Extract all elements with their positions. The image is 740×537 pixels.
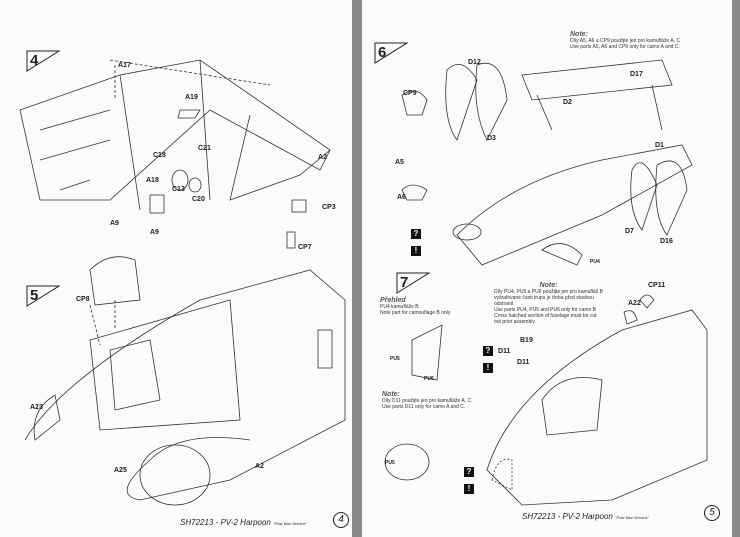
part-label: D7	[625, 228, 634, 235]
part-label: D16	[660, 238, 673, 245]
part-label: A22	[628, 300, 641, 307]
step4-step5-assembly-drawing	[19, 59, 346, 506]
step-number: 5	[26, 285, 60, 307]
part-label: B19	[520, 337, 533, 344]
part-label: PU5	[390, 356, 400, 362]
part-label: CP3	[322, 204, 336, 211]
part-label: CP7	[298, 244, 312, 251]
part-label: C13	[172, 186, 185, 193]
part-label: D17	[630, 71, 643, 78]
page-number: 5	[704, 505, 720, 521]
footer-title: SH72213 - PV-2 Harpoon "Post War Service…	[180, 518, 307, 527]
part-label: A2	[318, 154, 327, 161]
step-label: 7	[400, 274, 409, 291]
part-label: D11	[517, 359, 530, 366]
part-label: A18	[146, 177, 159, 184]
note-line: out prior assembly.	[494, 319, 536, 325]
note-line: Use parts D11 only for camo A and C.	[382, 404, 466, 410]
part-label: A9	[150, 229, 159, 236]
part-label: CP9	[403, 90, 417, 97]
part-label: A6	[397, 194, 406, 201]
part-label: C18	[153, 152, 166, 159]
part-label: D11	[498, 348, 511, 355]
page-number: 4	[333, 512, 349, 528]
part-label: D1	[655, 142, 664, 149]
part-label: C20	[192, 196, 205, 203]
part-label: A19	[185, 94, 198, 101]
exclamation-icon: !	[411, 246, 421, 256]
question-icon: ?	[464, 467, 474, 477]
part-label: A17	[118, 62, 131, 69]
right-instruction-page: 6 7 Note:Díly A5, A6 a CP9 použijte jen …	[362, 0, 732, 537]
note-line: Díly D11 použijte jen pro kamufláže A, C…	[382, 398, 473, 404]
note-title: Přehled	[380, 297, 406, 304]
kit-subtitle: "Post War Service"	[273, 521, 307, 526]
kit-code: SH72213 - PV-2 Harpoon	[522, 512, 613, 521]
note-line: PU4 kamufláže B	[380, 304, 419, 310]
note-step7: Note:Díly PU4, PU5 a PU6 použijte jen pr…	[494, 282, 603, 325]
part-label: A25	[114, 467, 127, 474]
kit-subtitle: "Post War Service"	[615, 515, 649, 520]
part-label: PU5	[385, 460, 395, 466]
step-label: 5	[30, 287, 39, 304]
note-title: Note:	[539, 282, 558, 289]
part-label: D12	[468, 59, 481, 66]
step-label: 6	[378, 44, 387, 61]
part-label: D2	[563, 99, 572, 106]
note-line: Note part for camouflage B only	[380, 310, 451, 316]
exclamation-icon: !	[464, 484, 474, 494]
step-label: 4	[30, 52, 39, 69]
part-label: CP11	[648, 282, 666, 289]
note-title: Note:	[570, 31, 588, 38]
left-instruction-page: 4 5 A17 A19 C18 C21 A2 A18 C13 C20 A9 A9…	[0, 0, 352, 537]
note-line: Use parts PU4, PU5 and PU6 only for camo…	[494, 307, 596, 313]
note-d11: Note:Díly D11 použijte jen pro kamufláže…	[382, 391, 473, 410]
note-line: Use parts A5, A6 and CP9 only for camo A…	[570, 44, 680, 50]
note-title: Note:	[382, 391, 400, 398]
part-label: A2	[255, 463, 264, 470]
question-icon: ?	[483, 346, 493, 356]
note-line: Díly PU4, PU5 a PU6 použijte jen pro kam…	[494, 289, 603, 295]
part-label: CP8	[76, 296, 90, 303]
part-label: A9	[110, 220, 119, 227]
step-number: 4	[26, 50, 60, 72]
part-label: PU4	[590, 259, 600, 265]
note-line: Cross hatched section of fuselage must b…	[494, 313, 597, 319]
footer-title: SH72213 - PV-2 Harpoon "Post War Service…	[522, 512, 649, 521]
step-number: 7	[396, 272, 430, 294]
question-icon: ?	[411, 229, 421, 239]
part-label: C21	[198, 145, 211, 152]
step-number: 6	[374, 42, 408, 64]
part-label: A23	[30, 404, 43, 411]
note-line: Díly A5, A6 a CP9 použijte jen pro kamuf…	[570, 38, 681, 44]
part-label: A5	[395, 159, 404, 166]
part-label: D3	[487, 135, 496, 142]
step6-step7-assembly-drawing	[384, 59, 708, 506]
note-step6: Note:Díly A5, A6 a CP9 použijte jen pro …	[570, 31, 681, 50]
note-line: odstranit	[494, 301, 514, 307]
part-label: PU6	[424, 376, 434, 382]
kit-code: SH72213 - PV-2 Harpoon	[180, 518, 271, 527]
exclamation-icon: !	[483, 363, 493, 373]
note-line: vyšrafované části trupu je třeba před st…	[494, 295, 594, 301]
